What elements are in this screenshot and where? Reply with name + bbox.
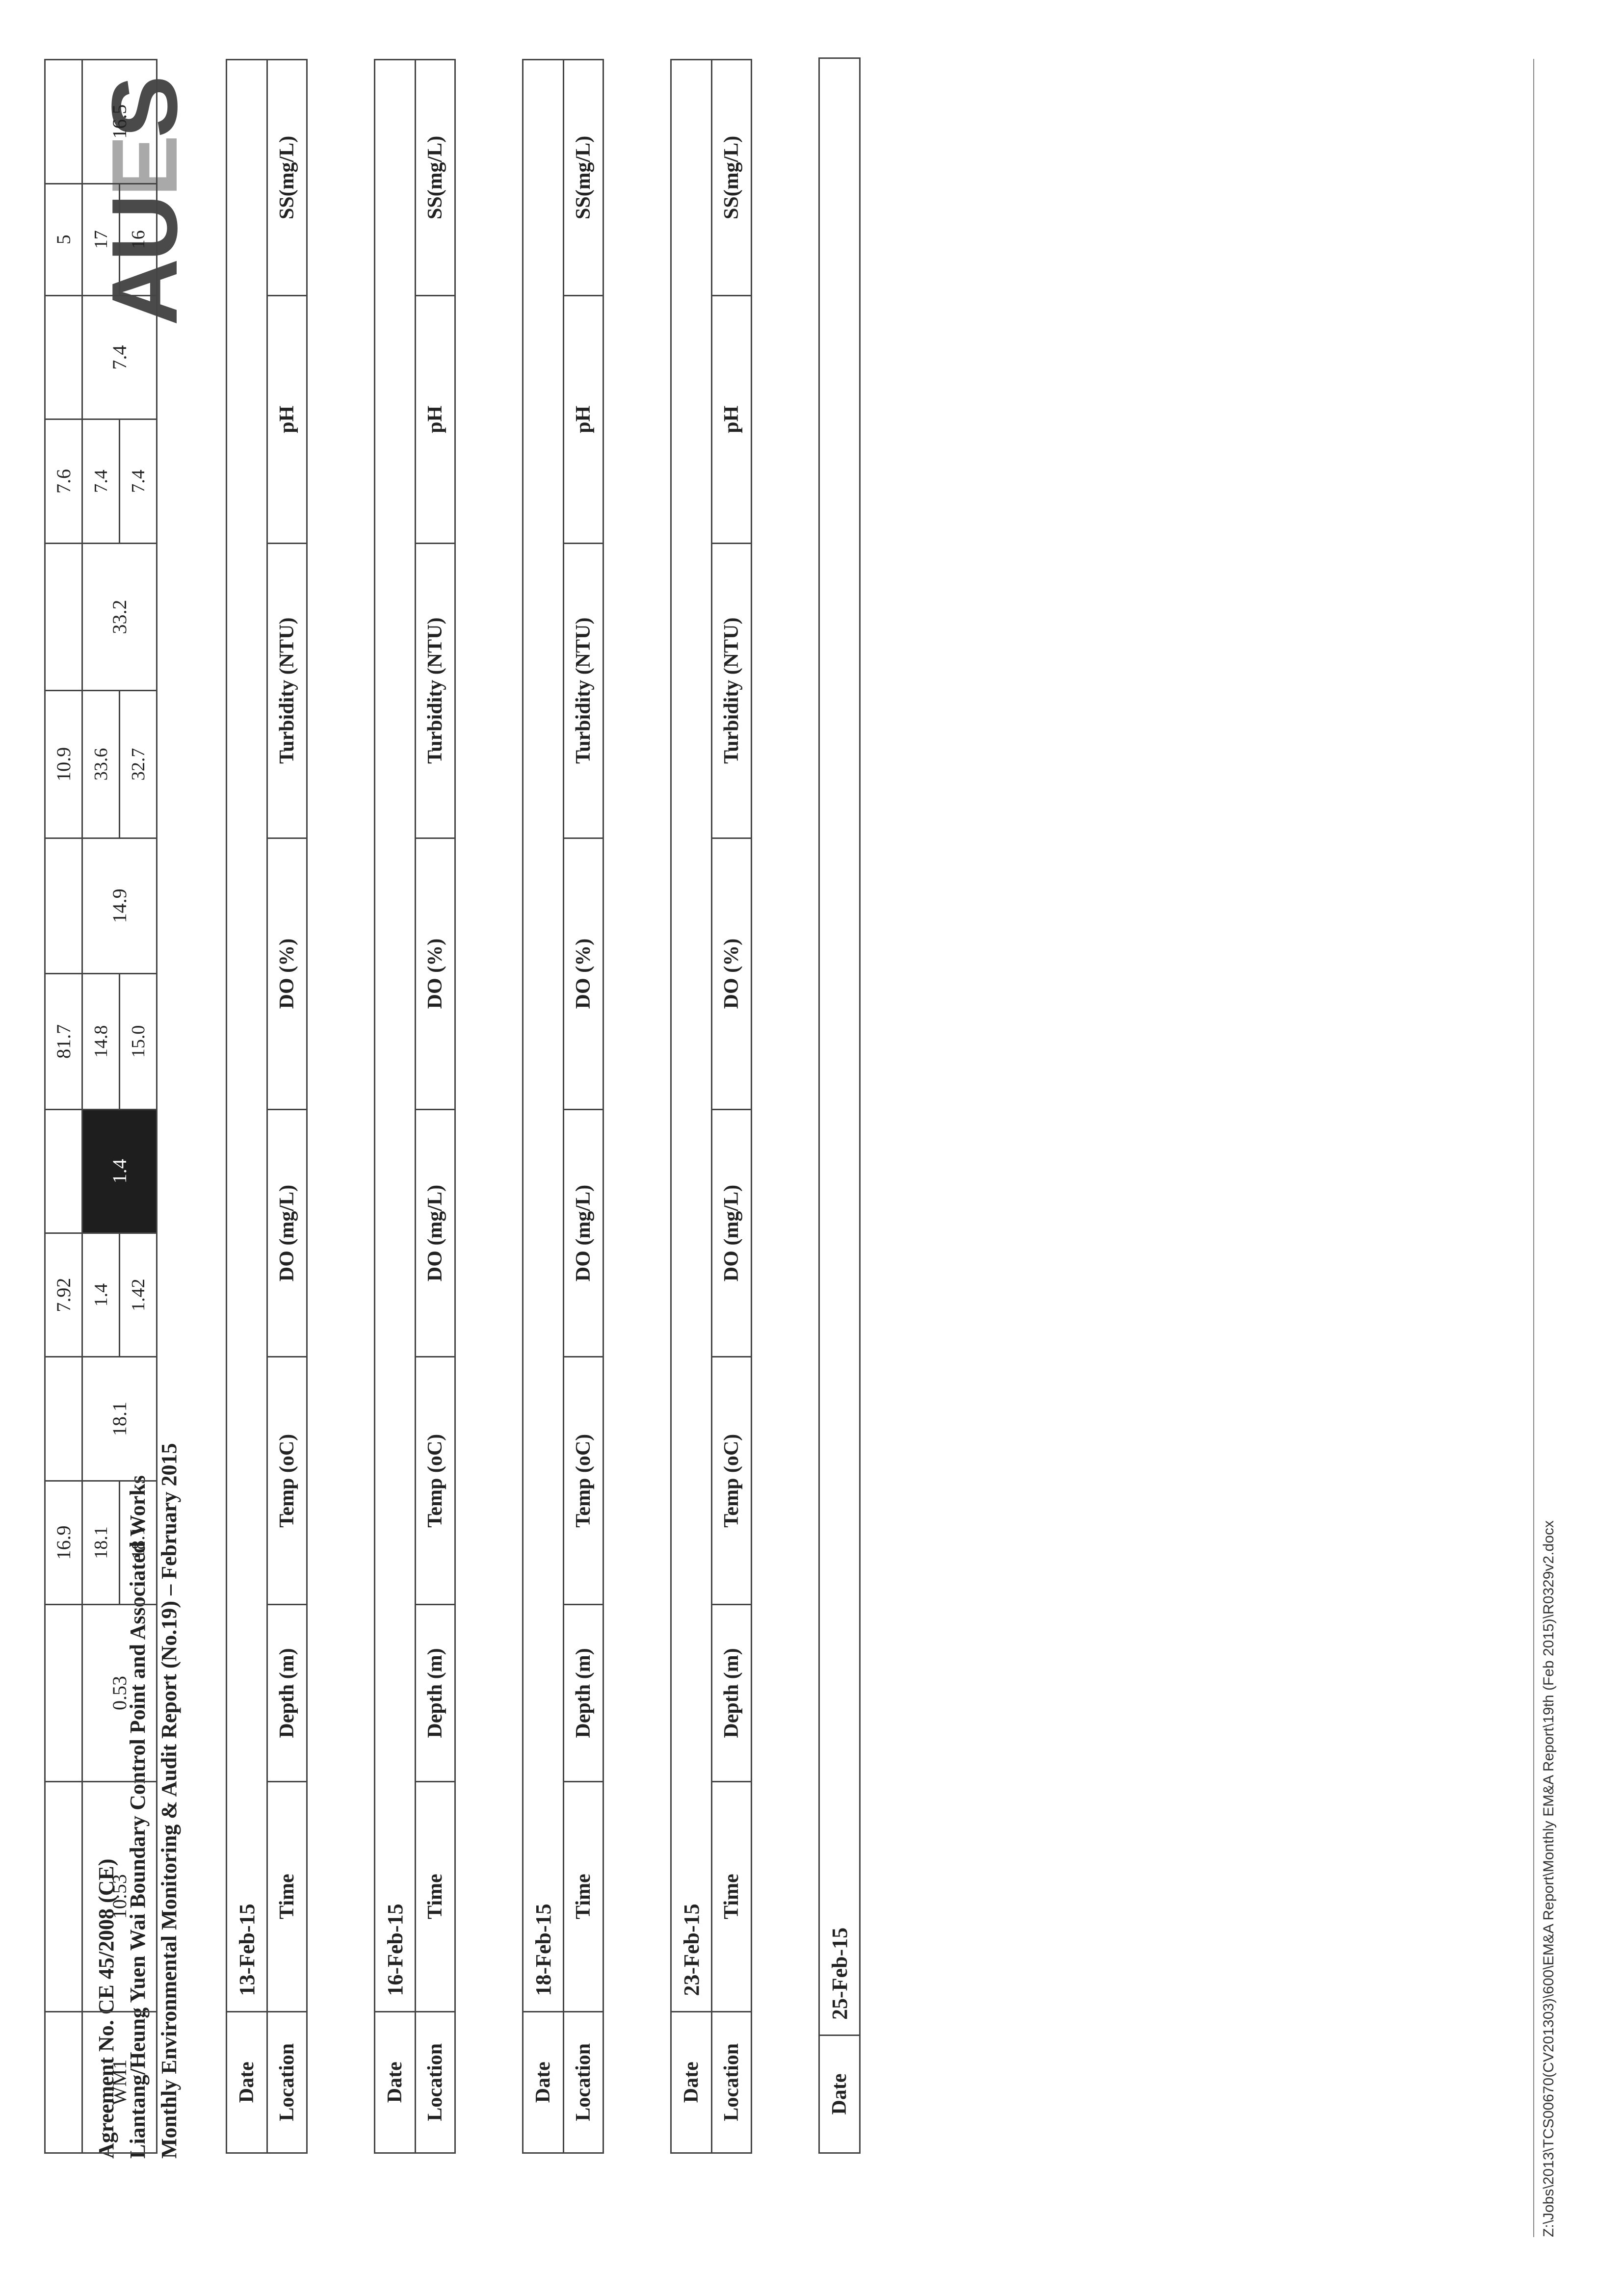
do-pct-header: DO (%)	[415, 838, 455, 1110]
location-cell: WM1	[82, 2011, 157, 2153]
monitoring-table: Date 23-Feb-15 Location Time Depth (m) T…	[670, 59, 752, 2154]
ss-header: SS(mg/L)	[563, 59, 603, 296]
do-pct-header: DO (%)	[563, 838, 603, 1110]
date-row: Date 13-Feb-15	[226, 59, 267, 2153]
turbidity-header: Turbidity (NTU)	[711, 543, 752, 838]
cell-value: 16.9	[45, 1481, 82, 1605]
file-path-footer: Z:\Jobs\2013\TCS00670(CV201303)\600\EM&A…	[1541, 1520, 1557, 2237]
cell-value: 5	[45, 183, 82, 296]
column-header-row: Location Time Depth (m) Temp (oC) DO (mg…	[563, 59, 603, 2153]
location-header: Location	[267, 2011, 307, 2153]
date-row: Date 16-Feb-15	[374, 59, 416, 2153]
date-value: 23-Feb-15	[671, 59, 712, 2012]
turbidity-header: Turbidity (NTU)	[563, 543, 603, 838]
column-header-row: Location Time Depth (m) Temp (oC) DO (mg…	[711, 59, 752, 2153]
date-row: Date 18-Feb-15	[523, 59, 564, 2153]
time-header: Time	[563, 1781, 603, 2012]
monitoring-tables: Date 13-Feb-15 Location Time Depth (m) T…	[226, 57, 927, 2154]
date-label: Date	[226, 2011, 267, 2153]
cell-value: 7.6	[45, 419, 82, 544]
turbidity-header: Turbidity (NTU)	[415, 543, 455, 838]
depth-header: Depth (m)	[267, 1604, 307, 1782]
depth-header: Depth (m)	[711, 1604, 752, 1782]
date-row: Date 23-Feb-15	[671, 59, 712, 2153]
date-label: Date	[819, 2035, 860, 2153]
temp-header: Temp (oC)	[267, 1357, 307, 1605]
partial-monitoring-table: 16.9 7.92 81.7 10.9 7.6 5 WM1 10:53 0.53…	[44, 59, 157, 2154]
monitoring-table: Date 18-Feb-15 Location Time Depth (m) T…	[522, 59, 604, 2154]
report-title: Monthly Environmental Monitoring & Audit…	[157, 1443, 181, 2159]
date-label: Date	[523, 2011, 564, 2153]
continued-table: 16.9 7.92 81.7 10.9 7.6 5 WM1 10:53 0.53…	[44, 59, 157, 2154]
ph-header: pH	[711, 295, 752, 544]
time-header: Time	[415, 1781, 455, 2012]
time-header: Time	[711, 1781, 752, 2012]
time-header: Time	[267, 1781, 307, 2012]
time-cell: 10:53	[82, 1781, 157, 2012]
ph-header: pH	[267, 295, 307, 544]
do-mgl-header: DO (mg/L)	[267, 1109, 307, 1357]
partial-row-a: WM1 10:53 0.53 18.1 18.1 1.4 1.4 14.8 14…	[82, 59, 157, 2153]
ss-header: SS(mg/L)	[267, 59, 307, 296]
date-value: 13-Feb-15	[226, 59, 267, 2012]
turbidity-header: Turbidity (NTU)	[267, 543, 307, 838]
location-header: Location	[415, 2011, 455, 2153]
column-header-row: Location Time Depth (m) Temp (oC) DO (mg…	[267, 59, 307, 2153]
do-mgl-header: DO (mg/L)	[415, 1109, 455, 1357]
depth-header: Depth (m)	[415, 1604, 455, 1782]
date-label: Date	[671, 2011, 712, 2153]
temp-header: Temp (oC)	[563, 1357, 603, 1605]
temp-header: Temp (oC)	[711, 1357, 752, 1605]
ph-header: pH	[415, 295, 455, 544]
cell-value: 81.7	[45, 973, 82, 1110]
cell-value: 7.92	[45, 1233, 82, 1357]
date-value: 25-Feb-15	[819, 58, 860, 2035]
highlighted-do-average: 1.4	[82, 1109, 157, 1233]
ss-header: SS(mg/L)	[711, 59, 752, 296]
do-mgl-header: DO (mg/L)	[711, 1109, 752, 1357]
ph-header: pH	[563, 295, 603, 544]
footer-divider	[1533, 59, 1534, 2237]
do-pct-header: DO (%)	[267, 838, 307, 1110]
monitoring-table: Date 13-Feb-15 Location Time Depth (m) T…	[226, 59, 308, 2154]
partial-top-row: 16.9 7.92 81.7 10.9 7.6 5	[45, 59, 82, 2153]
do-pct-header: DO (%)	[711, 838, 752, 1110]
date-label: Date	[374, 2011, 416, 2153]
do-mgl-header: DO (mg/L)	[563, 1109, 603, 1357]
cell-value: 10.9	[45, 690, 82, 838]
depth-header: Depth (m)	[563, 1604, 603, 1782]
location-header: Location	[711, 2011, 752, 2153]
date-value: 16-Feb-15	[374, 59, 416, 2012]
depth-cell: 0.53	[82, 1604, 157, 1782]
column-header-row: Location Time Depth (m) Temp (oC) DO (mg…	[415, 59, 455, 2153]
ss-header: SS(mg/L)	[415, 59, 455, 296]
location-header: Location	[563, 2011, 603, 2153]
date-value: 18-Feb-15	[523, 59, 564, 2012]
temp-header: Temp (oC)	[415, 1357, 455, 1605]
monitoring-table: Date 16-Feb-15 Location Time Depth (m) T…	[374, 59, 456, 2154]
